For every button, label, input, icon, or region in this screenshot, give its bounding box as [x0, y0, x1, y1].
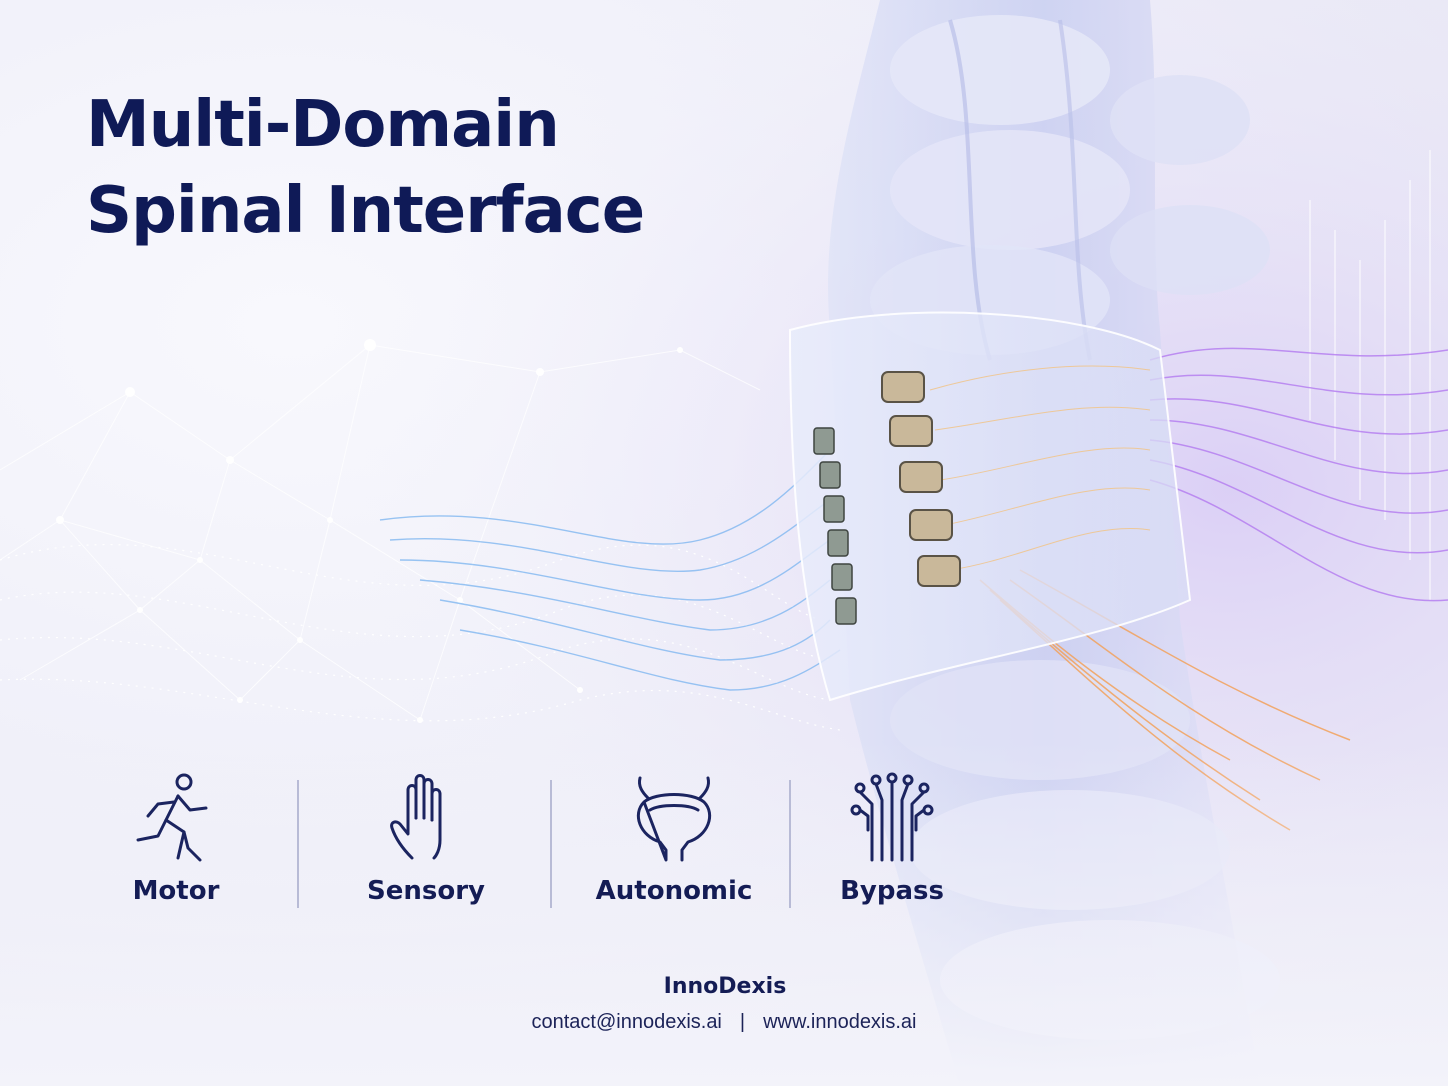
domain-autonomic: Autonomic — [574, 770, 774, 906]
domain-sensory: Sensory — [326, 770, 526, 906]
domain-label-motor: Motor — [132, 876, 220, 906]
contact-line: contact@innodexis.ai | www.innodexis.ai — [0, 1011, 1448, 1034]
nerve-fibers-purple — [1149, 347, 1448, 602]
page-title: Multi-Domain Spinal Interface — [86, 82, 645, 254]
nerve-fibers-left — [379, 449, 841, 691]
circuit-icon — [850, 772, 934, 862]
implant-band — [788, 311, 1192, 702]
footer: InnoDexis contact@innodexis.ai | www.innod… — [0, 974, 1448, 1034]
divider — [297, 780, 299, 908]
divider — [789, 780, 791, 908]
title-line-2: Spinal Interface — [86, 174, 645, 248]
hand-icon — [390, 774, 442, 860]
running-person-icon — [136, 773, 208, 862]
bladder-icon — [637, 776, 711, 862]
network-nodes — [56, 339, 683, 723]
domain-bypass: Bypass — [792, 770, 992, 906]
contact-email[interactable]: contact@innodexis.ai — [531, 1011, 722, 1033]
divider — [550, 780, 552, 908]
brand-name: InnoDexis — [663, 974, 787, 999]
domain-label-sensory: Sensory — [367, 876, 485, 906]
electrode-pads-left — [813, 427, 857, 625]
dotted-wave — [0, 543, 841, 731]
title-line-1: Multi-Domain — [86, 88, 560, 162]
contact-separator: | — [739, 1011, 746, 1033]
data-lines — [1309, 150, 1431, 600]
contact-website[interactable]: www.innodexis.ai — [763, 1011, 917, 1033]
domain-label-bypass: Bypass — [840, 876, 944, 906]
electrode-pads — [881, 371, 961, 587]
domain-label-autonomic: Autonomic — [595, 876, 753, 906]
domain-motor: Motor — [76, 770, 276, 906]
